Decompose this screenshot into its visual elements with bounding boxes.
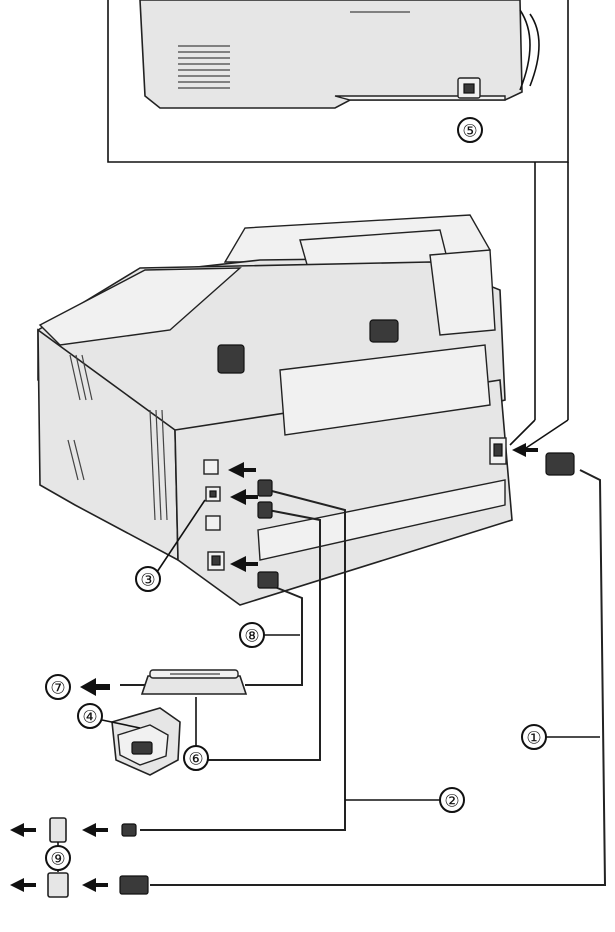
side-vents [67,354,168,521]
inset-detail: ⑤ [107,0,569,453]
callout-1: ① [521,724,547,750]
dsl-filter-device [140,669,248,695]
plugs [257,452,575,589]
svg-text:⑤: ⑤ [462,122,477,141]
callout-4: ④ [77,703,103,729]
svg-text:③: ③ [140,571,155,590]
svg-text:④: ④ [82,708,97,727]
svg-text:⑧: ⑧ [244,627,259,646]
callout-2: ② [439,787,465,813]
callout-8: ⑧ [239,622,265,648]
cables [120,469,607,886]
inset-vent [178,11,410,89]
extension-telephone-device [111,707,181,776]
svg-text:⑥: ⑥ [188,750,203,769]
callout-5: ⑤ [457,117,483,143]
callout-9: ⑨ [45,845,71,871]
port-upper [203,459,219,475]
connection-arrows [228,443,538,572]
callout-3: ③ [135,566,161,592]
wall-connectors [10,817,149,898]
printer-unit [37,214,513,606]
telephone-jack [49,817,67,843]
svg-text:②: ② [444,792,459,811]
callout-7: ⑦ [45,674,71,700]
port-lower [205,515,221,531]
callout-6: ⑥ [183,745,209,771]
callout-leaders [101,499,600,801]
svg-text:⑦: ⑦ [50,679,65,698]
svg-text:⑨: ⑨ [50,850,65,869]
outgoing-arrow [80,678,110,696]
power-plug-printer [545,452,575,476]
power-plug-outlet [119,875,149,895]
svg-text:①: ① [526,729,541,748]
telephone-plug [121,823,137,837]
ac-outlet [47,872,69,898]
